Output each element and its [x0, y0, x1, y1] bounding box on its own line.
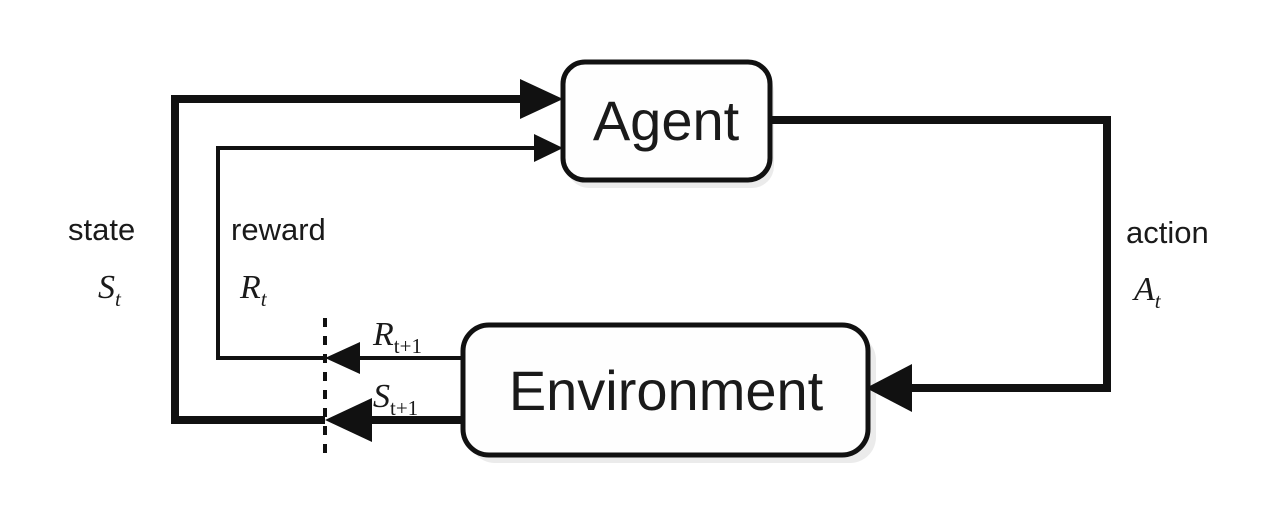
state-label-group: state St — [68, 212, 135, 311]
next-state-flow-path — [325, 398, 463, 442]
action-symbol-label: At — [1132, 271, 1162, 313]
next-reward-symbol-label: Rt+1 — [372, 316, 422, 358]
state-symbol-base: S — [98, 269, 115, 306]
environment-node[interactable]: Environment — [460, 322, 871, 458]
reward-word-label: reward — [231, 212, 326, 247]
next-reward-symbol-subscript: t+1 — [394, 334, 422, 358]
state-symbol-subscript: t — [115, 287, 122, 311]
action-flow-path — [768, 116, 1111, 412]
reward-flow-path — [216, 134, 563, 360]
agent-node[interactable]: Agent — [560, 59, 773, 183]
action-symbol-base: A — [1132, 271, 1155, 308]
next-reward-symbol-base: R — [372, 316, 394, 353]
reward-symbol-label: Rt — [239, 269, 268, 311]
environment-box[interactable] — [460, 322, 871, 458]
reward-label-group: reward Rt — [231, 212, 326, 311]
action-word-label: action — [1126, 215, 1209, 250]
agent-label: Agent — [593, 89, 740, 152]
next-state-symbol-subscript: t+1 — [390, 396, 418, 420]
state-word-label: state — [68, 212, 135, 247]
next-reward-label-group: Rt+1 — [372, 316, 422, 358]
environment-label: Environment — [509, 359, 824, 422]
next-reward-flow-path — [325, 342, 463, 374]
agent-box[interactable] — [560, 59, 773, 183]
reward-symbol-subscript: t — [261, 287, 268, 311]
action-symbol-subscript: t — [1155, 289, 1162, 313]
state-symbol-label: St — [98, 269, 122, 311]
state-flow-path — [171, 79, 563, 424]
next-state-label-group: St+1 — [373, 378, 418, 420]
next-state-symbol-label: St+1 — [373, 378, 418, 420]
reward-symbol-base: R — [239, 269, 261, 306]
next-state-symbol-base: S — [373, 378, 390, 415]
action-label-group: action At — [1126, 215, 1209, 313]
